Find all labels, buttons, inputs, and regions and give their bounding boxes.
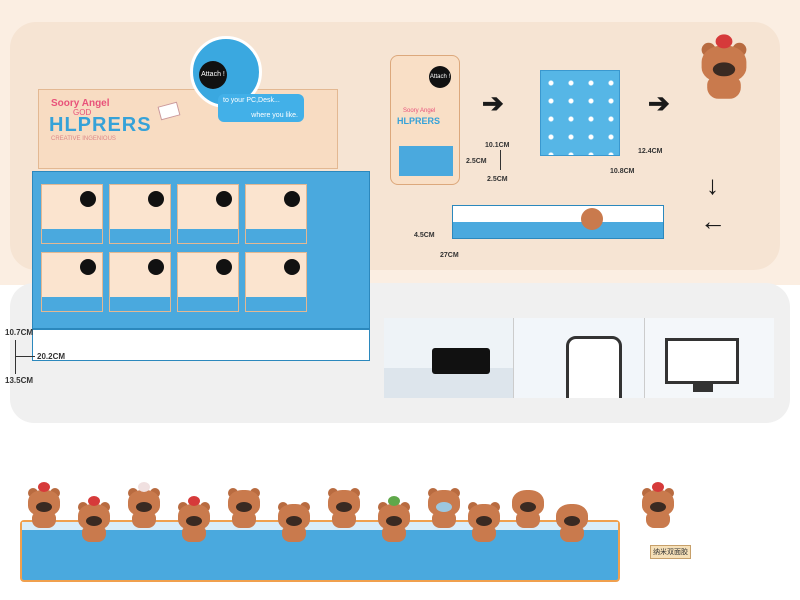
- bear-figure: [554, 492, 590, 542]
- arrow-left-icon: ←: [700, 206, 726, 236]
- speech-line1: to your PC,Desk...: [223, 97, 280, 104]
- bear-figure: [510, 478, 546, 528]
- pattern-width: 10.8CM: [610, 168, 635, 175]
- pack-dot-icon: [148, 259, 164, 275]
- bear-figure: [76, 496, 112, 542]
- tall-pack-height: 10.1CM: [485, 142, 510, 149]
- bear-figure: [26, 482, 62, 528]
- pack: [109, 252, 171, 312]
- strip-bear-icon: [581, 208, 603, 230]
- brand-line1: Soory Angel: [51, 98, 110, 109]
- speech-line2: where you like.: [251, 112, 298, 119]
- monitor-outline: [664, 338, 739, 384]
- bear-figure: [176, 496, 212, 542]
- bear-figure: [276, 498, 312, 542]
- usage-scenes: [384, 318, 774, 398]
- header-strip: [452, 205, 664, 239]
- strip-height: 4.5CM: [414, 232, 435, 239]
- tall-pack-dot: Attach !: [429, 66, 451, 88]
- card-icon: [157, 101, 181, 121]
- display-box-tray: [32, 171, 370, 361]
- arrow-right-icon: ➔: [648, 88, 670, 118]
- tall-pack-title: HLPRERS: [397, 116, 441, 126]
- brand-line2: GOD: [73, 108, 92, 117]
- pack-dot-icon: [284, 259, 300, 275]
- bear-figure: [126, 482, 162, 528]
- lineup-ledge: [20, 520, 620, 582]
- dim-axis-vertical: [15, 340, 16, 374]
- dim-height: 10.7CM: [5, 328, 34, 337]
- phone-outline: [566, 336, 623, 398]
- arrow-down-icon: ↓: [706, 170, 719, 200]
- bear-figure: [426, 484, 462, 528]
- adhesive-label: 纳米双面胶: [650, 545, 691, 559]
- bear-lineup: [12, 478, 612, 600]
- pattern-sheet: [540, 70, 620, 156]
- car-screen: [432, 348, 490, 374]
- dim-axis-horizontal: [15, 356, 35, 357]
- pack-dot-icon: [284, 191, 300, 207]
- bear-figure: [226, 484, 262, 528]
- pack-dot-icon: [80, 259, 96, 275]
- attach-bubble-label: Attach !: [199, 61, 227, 89]
- box-dimensions: 10.7CM 20.2CM 13.5CM: [5, 328, 95, 388]
- tall-pack: Attach ! Soory Angel HLPRERS: [390, 55, 460, 185]
- pack: [109, 184, 171, 244]
- pack-dot-icon: [216, 259, 232, 275]
- pack: [245, 252, 307, 312]
- bear-figure: [699, 34, 749, 99]
- tall-pack-sub: Soory Angel: [403, 108, 436, 114]
- scene-monitor: [644, 318, 774, 398]
- brand-title: HLPRERS: [49, 114, 152, 136]
- bear-figure: [376, 496, 412, 542]
- bear-figure: [640, 482, 676, 528]
- tall-pack-face: [399, 146, 453, 176]
- pack-dot-icon: [80, 191, 96, 207]
- pack-dot-icon: [148, 191, 164, 207]
- pack: [41, 252, 103, 312]
- tall-pack-width: 2.5CM: [466, 158, 487, 165]
- tall-pack-depth: 2.5CM: [487, 176, 508, 183]
- bear-figure: [326, 484, 362, 528]
- bear-figure: [466, 498, 502, 542]
- pack-row: [41, 184, 361, 244]
- scene-car: [384, 318, 515, 398]
- tall-pack-axis: [500, 150, 501, 170]
- pattern-height: 12.4CM: [638, 148, 663, 155]
- pack: [177, 252, 239, 312]
- brand-tagline: CREATIVE INGENIOUS: [51, 136, 116, 142]
- arrow-right-icon: ➔: [482, 88, 504, 118]
- speech-bubble: to your PC,Desk... where you like.: [218, 94, 304, 122]
- pack: [245, 184, 307, 244]
- display-box-header: Soory Angel GOD HLPRERS CREATIVE INGENIO…: [38, 89, 338, 169]
- pack-row: [41, 252, 361, 312]
- single-bear: [640, 482, 680, 564]
- dim-width: 20.2CM: [37, 352, 66, 361]
- dim-depth: 13.5CM: [5, 376, 34, 385]
- display-box: Soory Angel GOD HLPRERS CREATIVE INGENIO…: [32, 85, 372, 365]
- pack-dot-icon: [216, 191, 232, 207]
- scene-phone: [514, 318, 645, 398]
- pack: [177, 184, 239, 244]
- pack: [41, 184, 103, 244]
- strip-width: 27CM: [440, 252, 459, 259]
